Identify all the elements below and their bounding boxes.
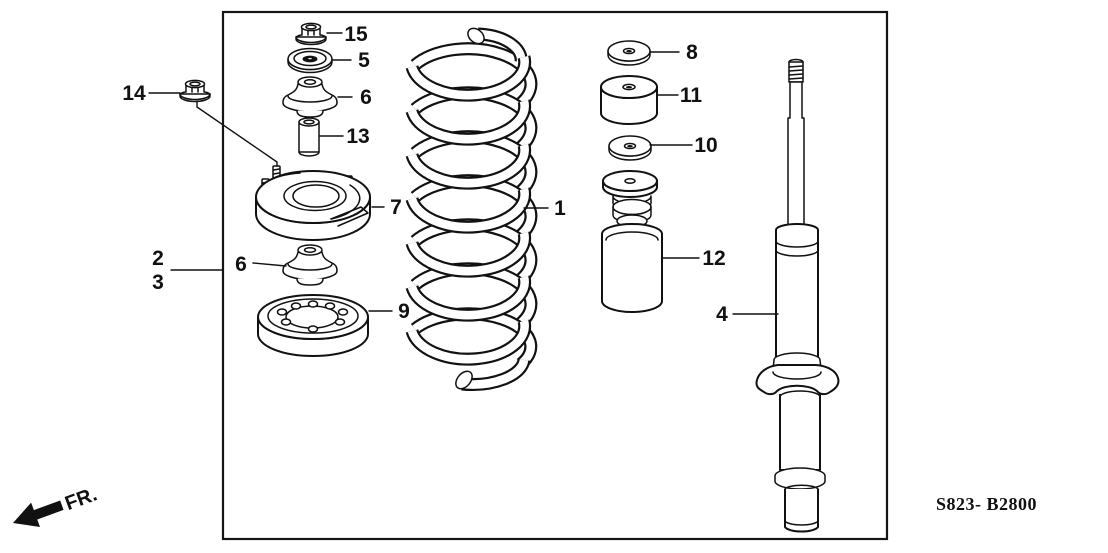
callout-8: 8 <box>686 41 698 64</box>
flange-nut-14 <box>179 79 211 103</box>
callout-2: 2 <box>152 247 164 270</box>
cup-washer-5 <box>287 47 333 74</box>
callout-6-upper: 6 <box>360 86 372 109</box>
callout-10: 10 <box>694 134 717 157</box>
leader-lines <box>148 32 779 315</box>
mounting-rubber-6-lower <box>282 244 338 286</box>
bump-stop-11 <box>600 75 658 125</box>
leader-14-to-stud <box>196 100 278 167</box>
mounting-plate-7 <box>255 165 371 241</box>
fr-arrow-icon <box>13 500 64 528</box>
washer-10 <box>608 135 652 161</box>
callout-12: 12 <box>702 247 725 270</box>
callout-labels: 15 5 6 13 14 7 2 3 6 9 1 8 11 10 12 4 <box>122 23 728 326</box>
spring-top-cut-end <box>467 27 485 45</box>
callout-11: 11 <box>680 84 703 107</box>
callout-15: 15 <box>344 23 368 46</box>
callout-7: 7 <box>390 196 402 219</box>
lock-nut-15 <box>295 22 327 46</box>
callout-13: 13 <box>346 125 369 148</box>
spring-bottom-cut-end <box>455 370 473 390</box>
coil-spring <box>405 27 538 391</box>
callout-9: 9 <box>398 300 410 323</box>
shock-absorber-4 <box>755 58 840 533</box>
collar-13 <box>298 117 320 157</box>
mounting-rubber-6-upper <box>282 76 338 118</box>
callout-3: 3 <box>152 271 164 294</box>
piston-rod <box>787 58 805 227</box>
damper-body <box>755 223 840 533</box>
diagram-part-code: S823- B2800 <box>936 494 1037 514</box>
callout-6-lower: 6 <box>235 253 247 276</box>
callout-5: 5 <box>358 49 370 72</box>
fr-direction-arrow: FR. <box>13 483 100 528</box>
washer-8 <box>607 40 651 66</box>
callout-14: 14 <box>122 82 146 105</box>
callout-4: 4 <box>716 303 728 326</box>
callout-1: 1 <box>554 197 566 220</box>
spring-seat-9 <box>257 294 369 357</box>
fr-arrow-label: FR. <box>62 483 100 515</box>
dust-cover-12 <box>601 170 663 313</box>
diagram-frame <box>221 10 889 541</box>
